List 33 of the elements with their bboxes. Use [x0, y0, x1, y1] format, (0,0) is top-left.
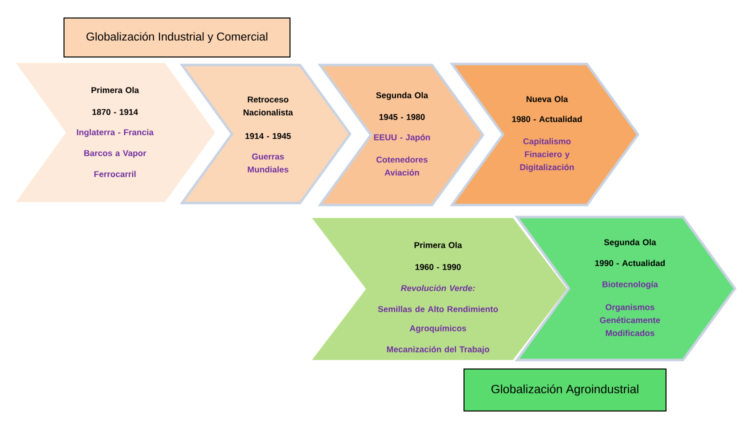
- description-text: EEUU - Japón: [374, 134, 430, 142]
- stage-panel: [16, 63, 215, 202]
- description-text: Barcos a Vapor: [84, 150, 146, 158]
- description-text: Cotenedores Aviación: [376, 156, 428, 176]
- stage-panel: [312, 218, 567, 360]
- date-range: 1980 - Actualidad: [512, 116, 582, 122]
- description-text: Ferrocarril: [94, 170, 136, 178]
- description-text: Organismos Genéticamente Modificados: [600, 304, 660, 336]
- title-box: Globalización Agroindustrial: [464, 368, 666, 412]
- date-range: 1945 - 1980: [379, 114, 425, 120]
- description-text: Capitalismo Finaciero y Digitalización: [520, 138, 574, 172]
- stage-panel: [318, 64, 484, 206]
- description-text: Biotecnología: [602, 281, 658, 289]
- heading: Retroceso Nacionalista: [244, 96, 293, 116]
- stage-panel: [514, 216, 736, 362]
- heading: Nueva Ola: [526, 96, 568, 102]
- description-text: Agroquímicos: [410, 325, 466, 333]
- date-range: 1914 - 1945: [245, 133, 291, 139]
- date-range: 1990 - Actualidad: [595, 260, 665, 266]
- subheading: Revolución Verde:: [400, 284, 475, 292]
- heading: Segunda Ola: [604, 239, 656, 247]
- stage-panel: [180, 64, 352, 204]
- heading: Segunda Ola: [376, 92, 428, 100]
- stage-panel: [450, 62, 640, 206]
- heading: Primera Ola: [92, 86, 140, 94]
- description-text: Guerras Mundiales: [248, 154, 288, 172]
- date-range: 1960 - 1990: [415, 264, 461, 270]
- description-text: Inglaterra - Francia: [76, 129, 154, 137]
- description-text: Mecanización del Trabajo: [387, 346, 490, 354]
- date-range: 1870 - 1914: [92, 109, 138, 115]
- title-box: Globalización Industrial y Comercial: [64, 18, 290, 58]
- heading: Primera Ola: [414, 242, 462, 248]
- description-text: Semillas de Alto Rendimiento: [378, 306, 498, 312]
